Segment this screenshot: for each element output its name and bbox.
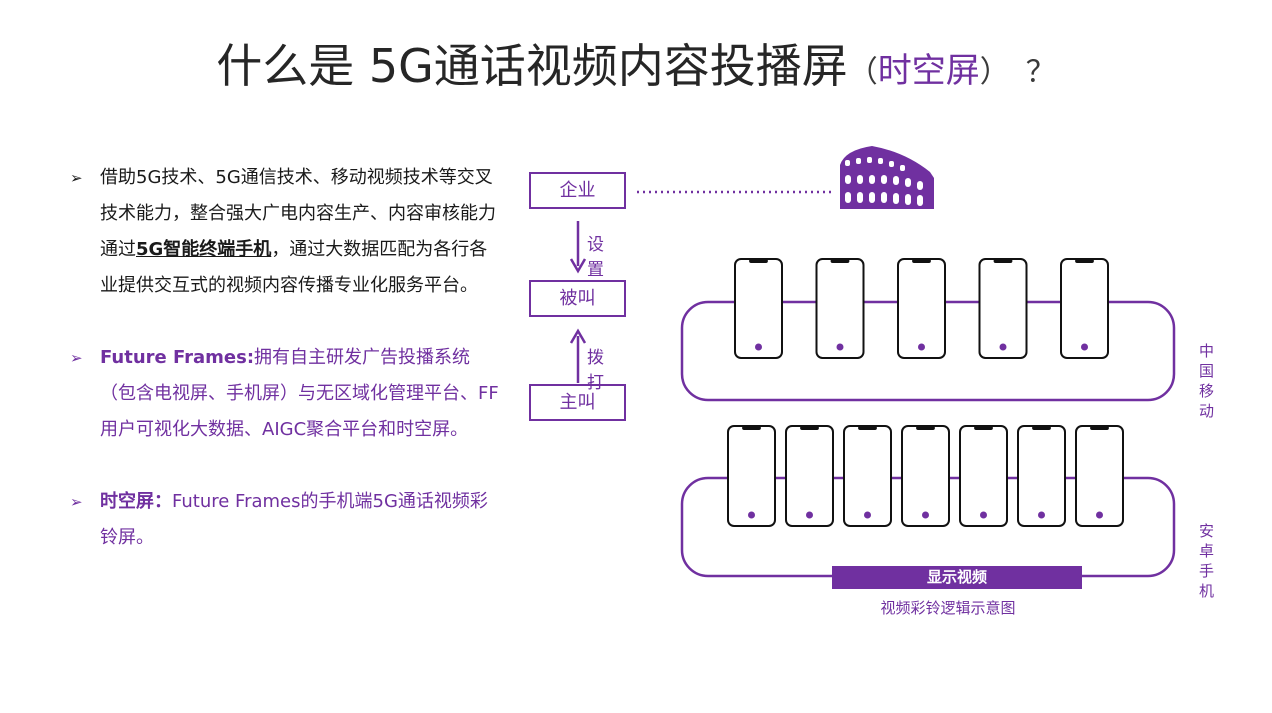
bullet-3-text: Future Frames的手机端5G通话视频彩铃屏。 [100,491,488,548]
phone-icon [1075,425,1124,527]
title-close-paren: ） [979,55,1010,90]
phone-icon [901,425,950,527]
arrow-dial [569,328,587,383]
diagram-caption: 视频彩铃逻辑示意图 [880,599,1016,617]
china-mobile-phones [734,258,1109,359]
bullet-1-emphasis: 5G智能终端手机 [136,239,272,260]
phone-icon [815,258,865,359]
node-enterprise: 企业 [529,172,626,209]
bullet-arrow-icon: ➢ [70,349,83,367]
display-video-bar: 显示视频 [832,566,1082,589]
bullet-3: ➢ 时空屏：Future Frames的手机端5G通话视频彩铃屏。 [70,484,500,556]
title-question: ？ [1025,55,1056,90]
title-main: 什么是 5G通话视频内容投播屏 [216,39,848,93]
bullet-list: ➢ 借助5G技术、5G通信技术、移动视频技术等交叉技术能力，整合强大广电内容生产… [70,160,500,556]
bullet-2: ➢ Future Frames:拥有自主研发广告投播系统（包含电视屏、手机屏）与… [70,340,500,448]
phone-icon [785,425,834,527]
node-callee: 被叫 [529,280,626,317]
page-title: 什么是 5G通话视频内容投播屏（时空屏） ？ [0,30,1272,96]
bullet-3-lead: 时空屏： [100,491,172,512]
bullet-arrow-icon: ➢ [70,169,83,187]
title-accent: 时空屏 [877,51,980,91]
phone-icon [959,425,1008,527]
bullet-2-text: 拥有自主研发广告投播系统（包含电视屏、手机屏）与无区域化管理平台、FF用户可视化… [100,347,499,440]
bullet-1-pre: 借助5G技术、5G通信技术、移动视频技术等交叉技术能力，整合强大广电内容生产、内… [100,167,496,260]
bullet-1: ➢ 借助5G技术、5G通信技术、移动视频技术等交叉技术能力，整合强大广电内容生产… [70,160,500,304]
android-phones [727,425,1124,527]
phone-icon [1017,425,1066,527]
phone-icon [843,425,892,527]
group-label-android: 安卓 手机 [1199,522,1215,600]
edge-label-dial: 拨打 [587,348,604,393]
bullet-1-post: ，通过大数据匹配为各行各业提供交互式的视频内容传播专业化服务平台。 [100,239,488,296]
phone-icon [734,258,783,359]
bullet-2-lead: Future Frames: [100,347,255,368]
edge-label-setup: 设置 [587,235,604,280]
group-label-china-mobile: 中国 移动 [1199,342,1215,420]
phone-icon [727,425,776,527]
phone-icon [978,258,1028,359]
title-open-paren: （ [847,55,878,90]
bullet-arrow-icon: ➢ [70,493,83,511]
node-caller: 主叫 [529,384,626,421]
arrow-setup [569,221,587,274]
phone-icon [1060,258,1109,359]
colosseum-icon [840,146,934,209]
phone-icon [897,258,946,359]
